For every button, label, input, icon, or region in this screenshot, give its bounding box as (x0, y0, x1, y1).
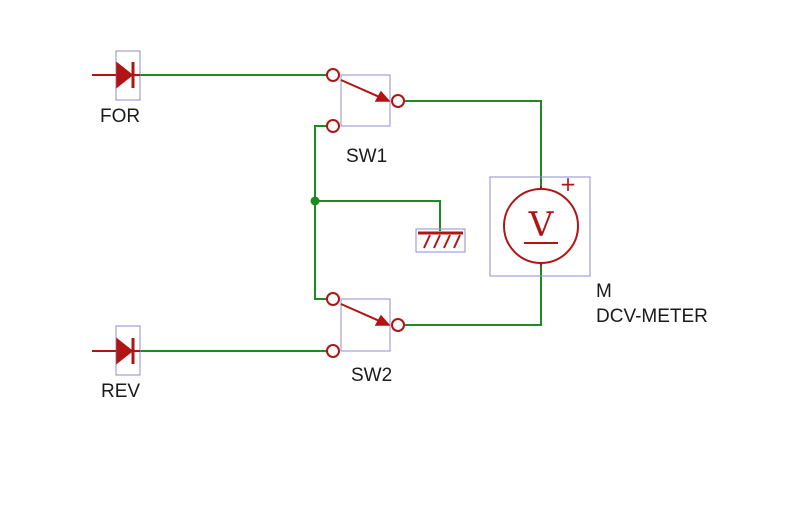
led-rev[interactable]: REV (92, 325, 141, 402)
diode-icon (116, 337, 134, 365)
led-for-label: FOR (100, 106, 140, 127)
switch-arrow-icon (374, 90, 391, 102)
wire-sw1-to-meter-plus[interactable] (405, 100, 542, 188)
wires (137, 74, 542, 352)
wire-meter-minus-to-sw2[interactable] (405, 262, 542, 326)
wire-sw1-to-sw2-common[interactable] (314, 125, 327, 300)
switch-sw2[interactable]: SW2 (326, 292, 405, 386)
sw1-label: SW1 (346, 146, 387, 167)
junction-dot (310, 196, 320, 206)
meter-ref-label: M (596, 281, 612, 302)
meter-symbol: V (528, 205, 555, 245)
meter-bounding-box (489, 176, 591, 277)
led-rev-label: REV (101, 381, 140, 402)
sw2-label: SW2 (351, 365, 392, 386)
sw2-pin-b (326, 344, 340, 358)
sw1-bounding-box (340, 74, 391, 127)
led-for[interactable]: FOR (92, 50, 141, 127)
sw1-pin-b (326, 119, 340, 133)
meter-polarity-plus: + (560, 172, 577, 196)
dc-voltmeter[interactable]: V + M DCV-METER (489, 172, 708, 327)
sw1-pin-common (391, 94, 405, 108)
switch-sw1[interactable]: SW1 (326, 68, 405, 167)
meter-type-label: DCV-METER (596, 306, 708, 327)
ground-bounding-box (415, 228, 466, 253)
ground-symbol[interactable] (415, 228, 466, 253)
sw2-pin-a (326, 292, 340, 306)
wire-junction-to-ground[interactable] (315, 200, 441, 231)
sw2-pin-common (391, 318, 405, 332)
sw1-pin-a (326, 68, 340, 82)
switch-arrow-icon (374, 314, 391, 326)
diode-icon (116, 61, 134, 89)
